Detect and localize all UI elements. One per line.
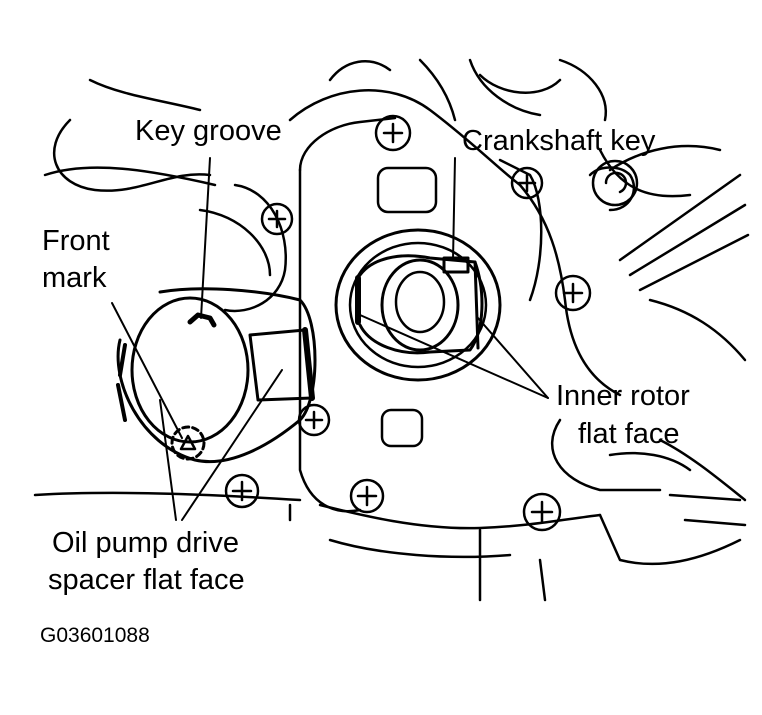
- bolt-icon: [224, 473, 260, 509]
- bolt-icon: [349, 478, 385, 514]
- inner-rotor-label-line1: Inner rotor: [556, 380, 690, 412]
- bolt-icon: [522, 492, 562, 532]
- bolt-icon: [374, 114, 412, 152]
- engine-block-outline: [33, 58, 750, 602]
- inner-rotor-label-line2: flat face: [578, 418, 680, 450]
- bolt-icon-group: [224, 114, 639, 532]
- leader-lines: [111, 157, 549, 521]
- triangle-mark-icon: [179, 434, 197, 451]
- oil-pump-drive-spacer: [116, 287, 317, 464]
- bolt-icon: [297, 403, 331, 437]
- spacer-label-line2: spacer flat face: [48, 564, 245, 596]
- crankshaft-key: [442, 256, 470, 274]
- bolt-icon: [554, 274, 592, 312]
- front-mark-label-line1: Front: [42, 225, 110, 257]
- key-groove-label: Key groove: [135, 115, 282, 147]
- front-mark-label-line2: mark: [42, 262, 107, 294]
- inner-rotor: [334, 228, 502, 382]
- bolt-icon: [591, 159, 639, 207]
- figure-code: G03601088: [40, 624, 150, 647]
- crankshaft-key-label: Crankshaft key: [462, 125, 656, 157]
- front-mark-circle: [170, 425, 206, 461]
- bolt-icon: [510, 166, 544, 200]
- spacer-label-line1: Oil pump drive: [52, 527, 239, 559]
- bolt-icon: [260, 202, 294, 236]
